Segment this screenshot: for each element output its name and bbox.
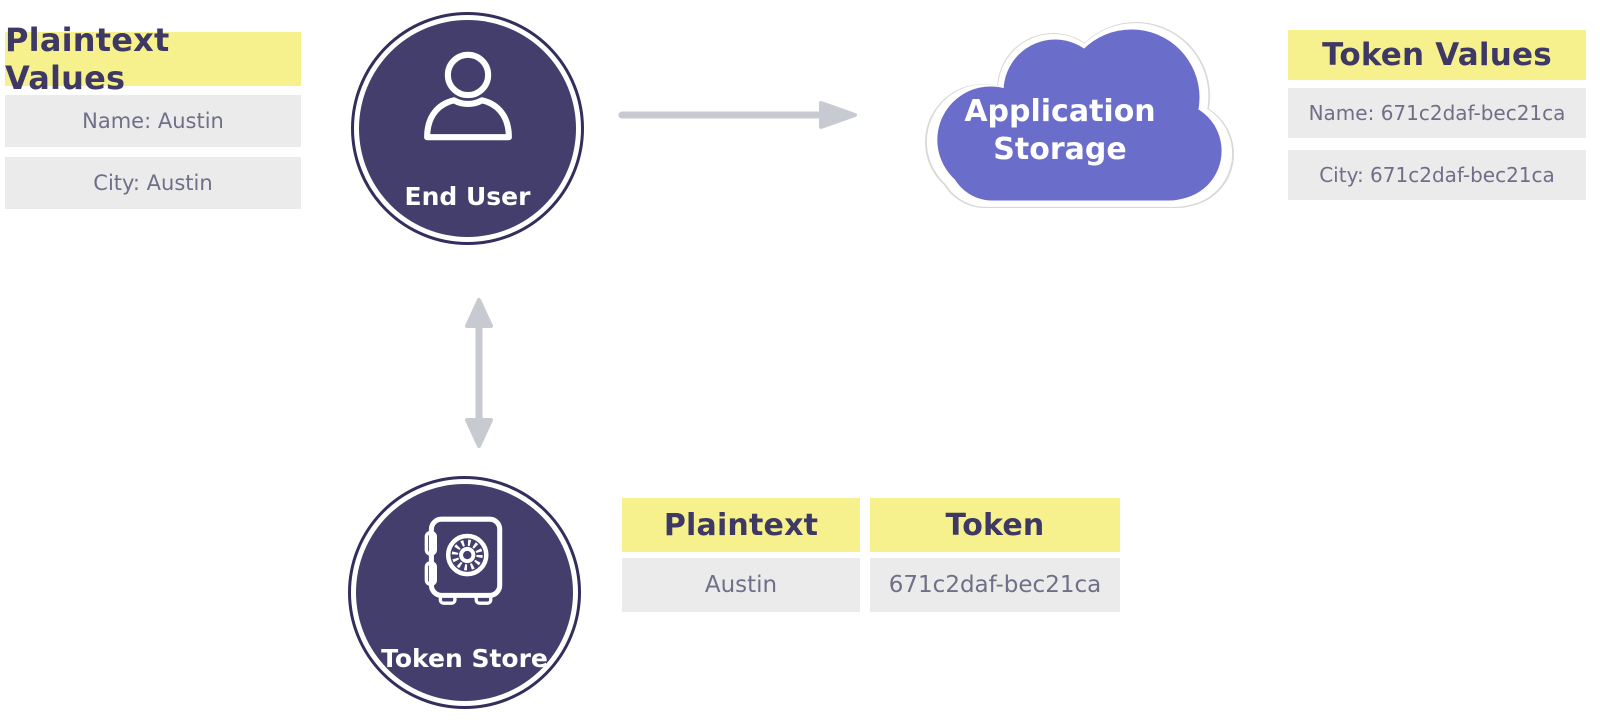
vault-icon [424, 516, 502, 605]
application-storage-line2: Storage [993, 131, 1127, 167]
mapping-cell-token: 671c2daf-bec21ca [870, 558, 1120, 612]
user-icon [423, 51, 512, 141]
application-storage-line1: Application [964, 94, 1156, 129]
double-arrow-vertical-icon [465, 298, 493, 448]
token-store-node: Token Store [348, 476, 581, 709]
mapping-header-plaintext: Plaintext [622, 498, 860, 552]
token-store-label: Token Store [381, 644, 548, 673]
application-storage-label: Application Storage [905, 58, 1215, 203]
mapping-header-token: Token [870, 498, 1120, 552]
plaintext-name-row: Name: Austin [5, 95, 301, 147]
plaintext-city-row: City: Austin [5, 157, 301, 209]
token-values-title: Token Values [1288, 30, 1586, 80]
plaintext-values-title: Plaintext Values [5, 21, 301, 97]
mapping-cell-plaintext: Austin [622, 558, 860, 612]
arrow-right-icon [618, 101, 857, 129]
end-user-node: End User [351, 12, 584, 245]
end-user-label: End User [404, 182, 531, 211]
token-name-row: Name: 671c2daf-bec21ca [1288, 88, 1586, 138]
token-city-row: City: 671c2daf-bec21ca [1288, 150, 1586, 200]
